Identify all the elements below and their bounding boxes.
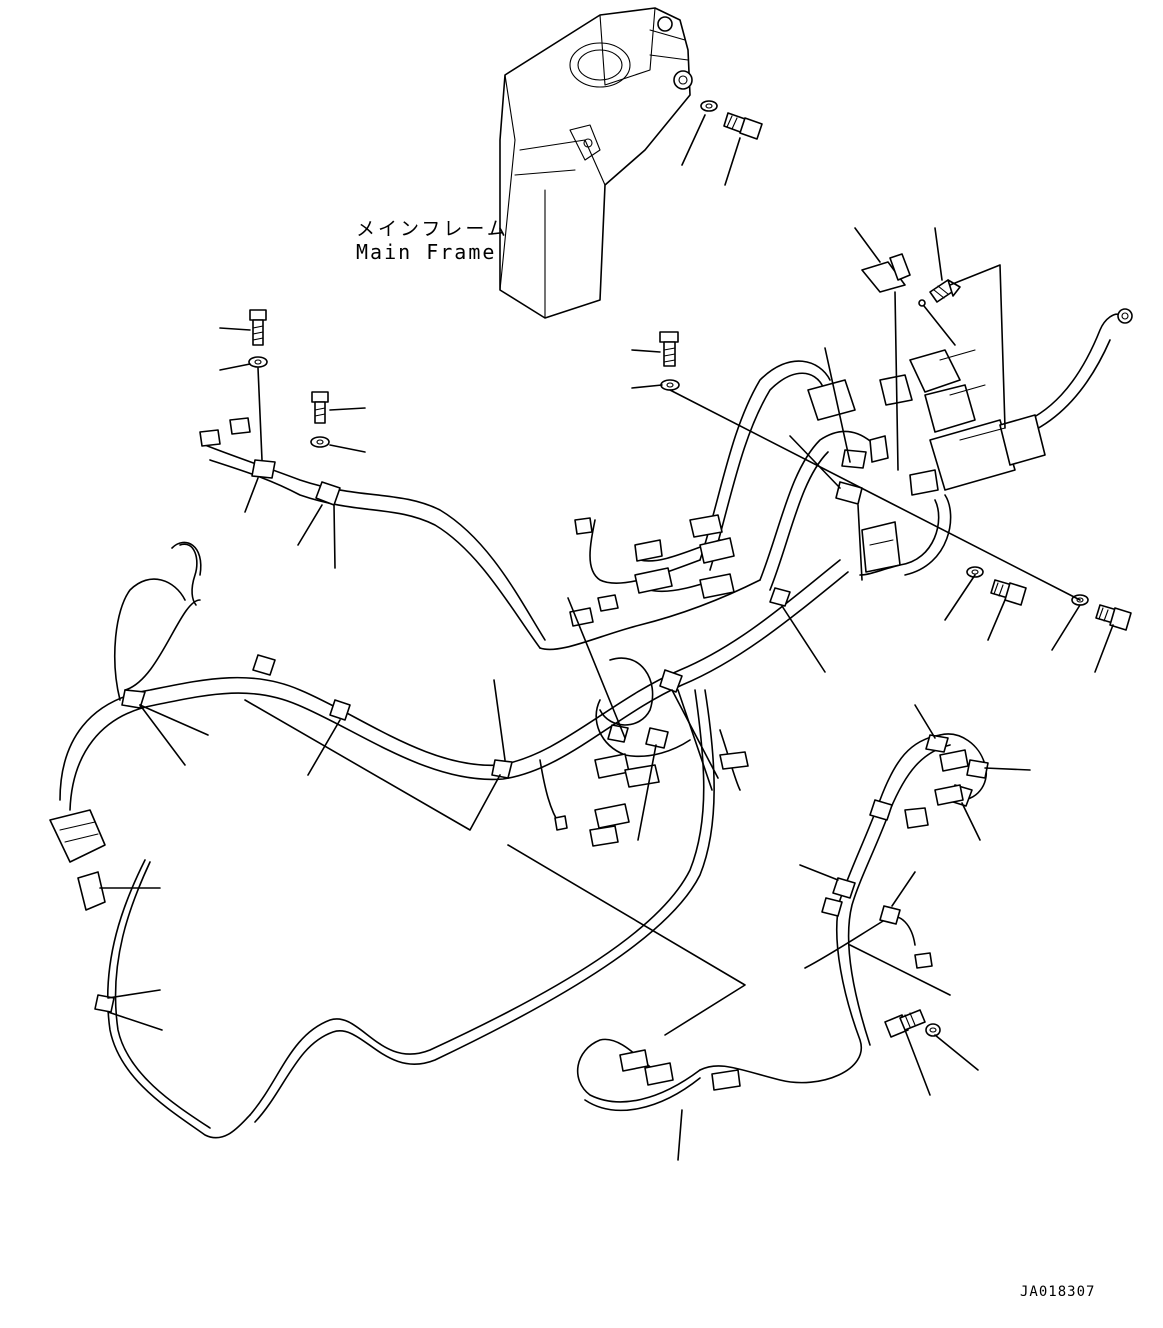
main-harness — [59, 313, 1121, 1139]
bolt-top — [723, 112, 763, 186]
bolt-washer-set — [248, 253, 1132, 1038]
main-frame-label-jp: メインフレーム — [356, 218, 509, 240]
drawing-number: JA018307 — [1020, 1284, 1096, 1300]
washer-top — [681, 100, 718, 166]
main-frame-part — [499, 7, 693, 319]
clamp-group — [94, 449, 989, 1013]
main-frame-label-en: Main Frame — [356, 240, 497, 264]
solenoid-valve-cluster — [807, 308, 1133, 576]
leader-lines — [99, 227, 1114, 1161]
connector-group — [49, 417, 969, 1091]
